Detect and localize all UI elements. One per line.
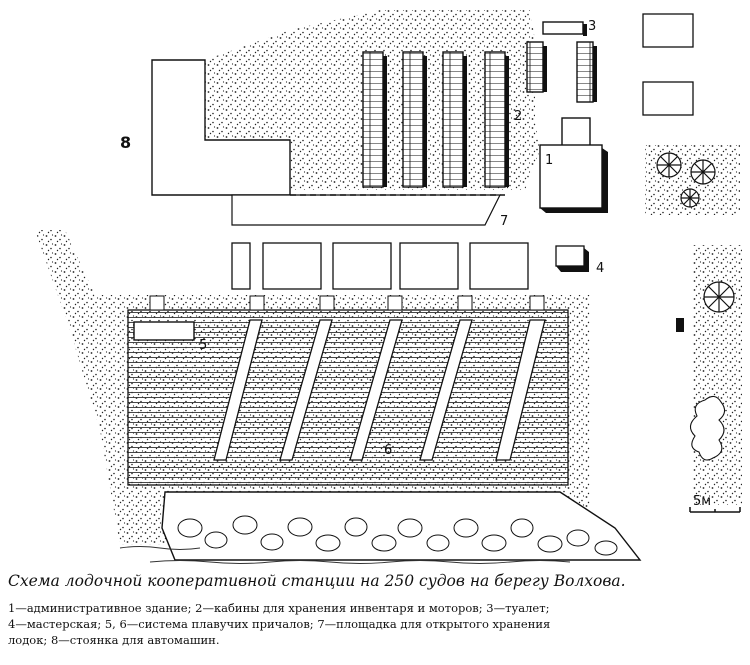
tree-icons [656,152,735,313]
label-4: 4 [596,261,604,276]
scale-label: 5м [693,494,711,509]
outbuilding-1 [642,13,694,48]
label-3: 3 [588,19,596,34]
caption-legend: 1—административное здание; 2—кабины для … [8,600,748,648]
site-plan: 5м 1 2 3 4 5 6 7 8 [35,10,742,564]
parking-area [151,59,291,196]
workshop-building [555,245,585,267]
label-8: 8 [120,133,131,152]
cabin-group [362,41,597,188]
river-waves [119,546,571,564]
shrub-outline [689,395,726,461]
figure-caption: Схема лодочной кооперативной станции на … [8,572,748,648]
walkway-ladders [149,295,545,311]
label-2: 2 [514,109,522,124]
label-5: 5 [199,338,207,353]
outdoor-storage-area [231,194,501,226]
legend-line-3: лодок; 8—стоянка для автомашин. [8,633,220,647]
pier-platform [133,321,195,341]
label-1: 1 [545,153,553,168]
caption-title: Схема лодочной кооперативной станции на … [8,572,626,590]
toilet-building [542,21,584,35]
label-7: 7 [500,214,508,229]
rock-outlines [177,515,618,556]
label-6: 6 [384,443,392,458]
harbour-water [127,309,569,486]
legend-line-1: 1—административное здание; 2—кабины для … [8,601,550,615]
scale-bar: 5м [689,494,741,513]
outbuilding-2 [642,81,694,116]
small-marker [676,318,684,332]
legend-line-2: 4—мастерская; 5, 6—система плавучих прич… [8,617,551,631]
storage-buildings-row [231,242,529,290]
floating-jetties [213,319,546,461]
admin-building [539,117,608,213]
